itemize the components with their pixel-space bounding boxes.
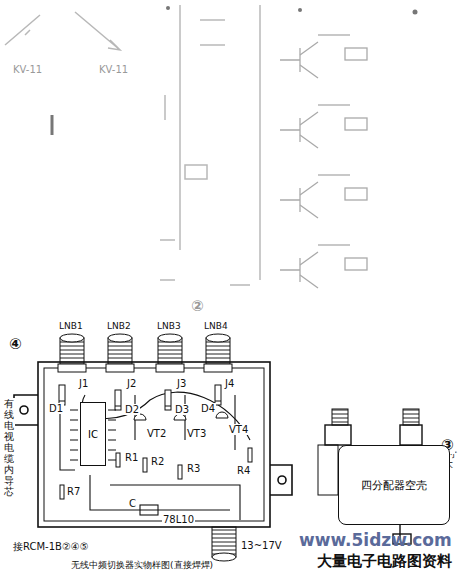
part-label: KV-11 xyxy=(12,64,43,75)
caption: 无线中频切换器实物样图(直接焊焊) xyxy=(70,561,214,571)
note-text: 有线电视电缆内导芯 xyxy=(3,398,15,497)
part-label: LNB2 xyxy=(106,322,132,332)
note-text: 接RCM-1B②④⑤ xyxy=(12,541,90,552)
node-text: 四分配器空壳 xyxy=(361,478,427,493)
part-label: D4 xyxy=(200,403,216,414)
part-label: D1 xyxy=(48,403,64,414)
part-label: LNB1 xyxy=(58,322,84,332)
part-label: J4 xyxy=(224,378,235,389)
figure-number: ④ xyxy=(8,336,23,353)
part-label: 78L10 xyxy=(162,514,195,525)
part-label: VT4 xyxy=(228,424,249,435)
watermark: www.5idzw.com xyxy=(298,531,453,550)
part-label: R2 xyxy=(150,456,165,467)
transistor-symbols xyxy=(280,35,367,288)
faded-schematic xyxy=(5,5,260,285)
part-label: LNB3 xyxy=(156,322,182,332)
part-label: C xyxy=(128,498,137,509)
part-label: R1 xyxy=(124,452,139,463)
note-text: 13~17V xyxy=(240,540,283,551)
node-text: IC xyxy=(88,429,98,440)
watermark: 大量电子电路图资料 xyxy=(316,553,453,570)
part-label: VT3 xyxy=(186,428,207,439)
ic-chip: IC xyxy=(80,402,106,466)
part-label: J1 xyxy=(78,378,89,389)
faded-dots xyxy=(166,6,418,15)
part-label: LNB4 xyxy=(203,322,229,332)
switch-housing xyxy=(14,362,292,527)
part-label: KV-11 xyxy=(98,64,129,75)
part-label: D2 xyxy=(124,404,140,415)
part-label: VT2 xyxy=(146,428,167,439)
components xyxy=(59,385,252,499)
part-label: R4 xyxy=(236,465,251,476)
part-label: J2 xyxy=(126,378,137,389)
wiring xyxy=(60,392,250,520)
splitter-shell-box: 四分配器空壳 xyxy=(338,445,450,525)
part-label: R7 xyxy=(66,486,81,497)
part-label: J3 xyxy=(176,378,187,389)
part-label: D3 xyxy=(174,404,190,415)
part-label: R3 xyxy=(186,463,201,474)
figure-number: ② xyxy=(190,298,205,315)
